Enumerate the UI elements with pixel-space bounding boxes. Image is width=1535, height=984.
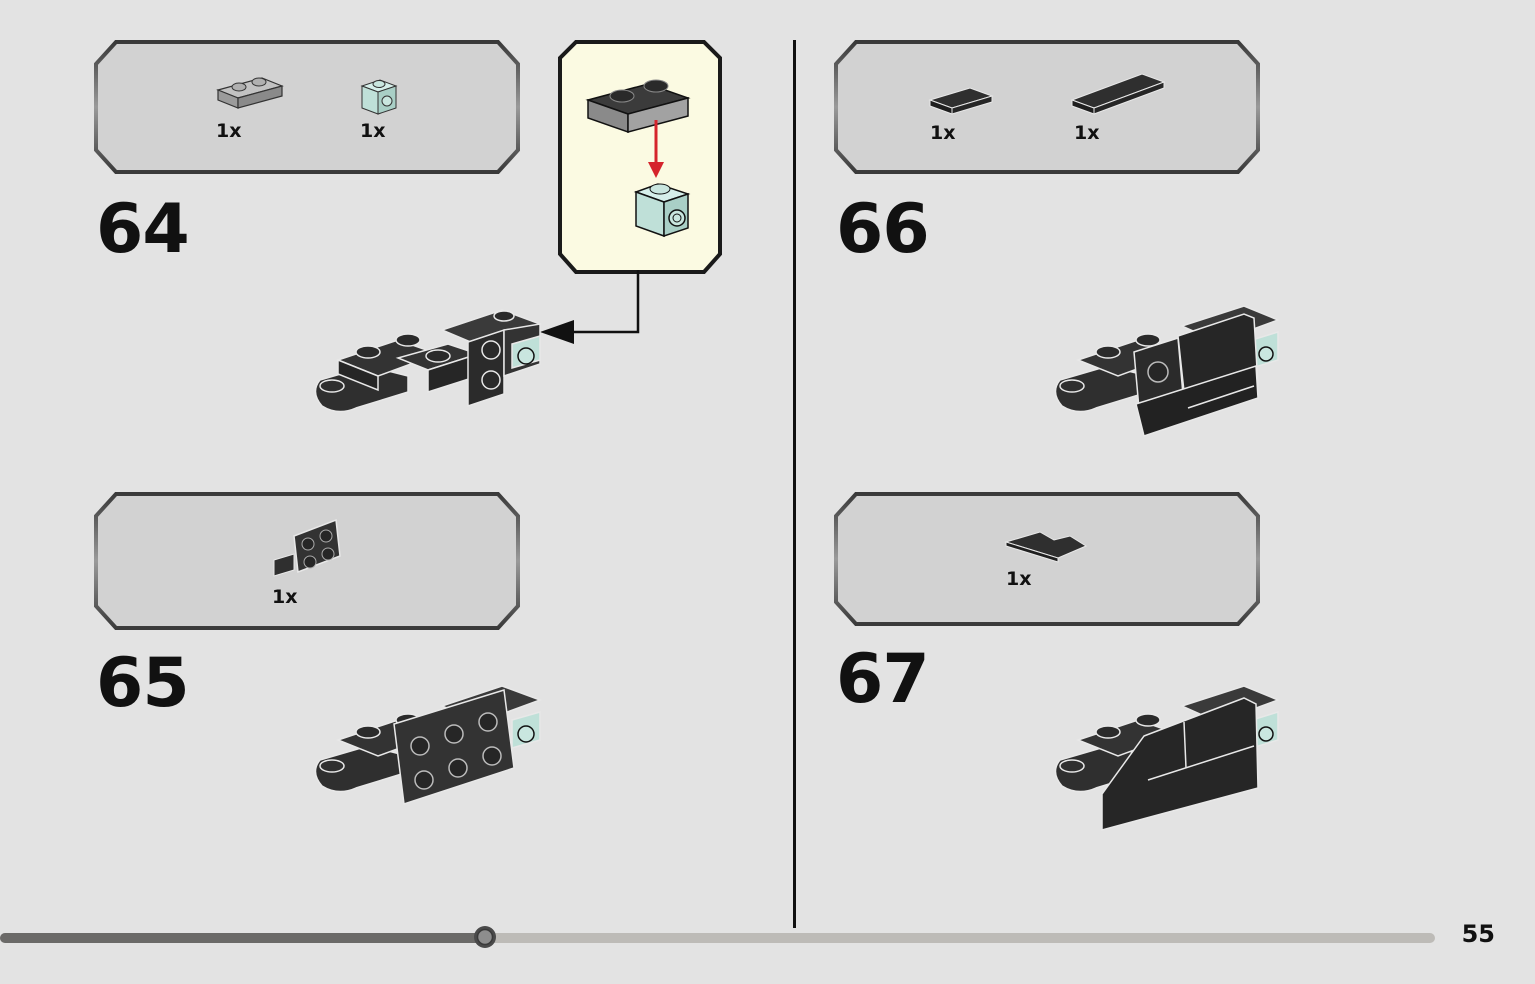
progress-fill	[0, 933, 485, 943]
qty-label: 1x	[216, 120, 242, 142]
parts-box-step-67: 1x	[834, 492, 1260, 626]
callout-frame	[558, 40, 722, 274]
part-tile-1x4-black	[1070, 70, 1166, 120]
page-number: 55	[1461, 920, 1495, 948]
part-plate-1x2-light-gray	[214, 70, 286, 120]
wedge-tile-black-icon	[1004, 531, 1088, 563]
progress-knob-icon[interactable]	[473, 925, 497, 949]
model-step-66	[1048, 296, 1284, 450]
model-step-67	[1048, 676, 1284, 840]
step-number: 64	[96, 190, 190, 269]
qty-label: 1x	[1006, 568, 1032, 590]
parts-box-step-66: 1x 1x	[834, 40, 1260, 174]
step-number: 65	[96, 644, 190, 723]
tile-1x4-black-icon	[1070, 73, 1166, 115]
brick-1x1-stud-side-light-aqua-icon	[360, 79, 398, 115]
parts-box-step-64: 1x 1x	[94, 40, 520, 174]
part-wedge-tile-black	[1004, 526, 1090, 566]
assembly-model-image	[314, 685, 543, 805]
progress-track	[0, 933, 1435, 943]
bracket-1x2-2x2-dark-gray-icon	[273, 518, 341, 577]
parts-box-frame	[94, 40, 520, 174]
assembly-model-image	[1054, 685, 1281, 831]
model-step-64	[308, 296, 548, 430]
plate-1x2-light-gray-icon	[216, 77, 284, 109]
model-step-65	[308, 676, 548, 820]
page-divider	[793, 40, 796, 928]
step-number: 66	[836, 190, 930, 269]
step-number: 67	[836, 640, 930, 719]
tile-1x2-black-icon	[928, 87, 994, 115]
qty-label: 1x	[272, 586, 298, 608]
assembly-model-image	[314, 309, 543, 413]
part-bracket-dark-gray	[270, 514, 346, 586]
assembly-model-image	[1054, 305, 1281, 437]
part-brick-1x1-light-aqua	[356, 72, 400, 120]
qty-label: 1x	[1074, 122, 1100, 144]
callout-pointer-arrow	[540, 270, 640, 344]
qty-label: 1x	[930, 122, 956, 144]
part-tile-1x2-black	[928, 80, 994, 120]
parts-box-step-65: 1x	[94, 492, 520, 630]
sub-assembly-callout	[558, 40, 722, 278]
parts-box-frame	[834, 40, 1260, 174]
qty-label: 1x	[360, 120, 386, 142]
